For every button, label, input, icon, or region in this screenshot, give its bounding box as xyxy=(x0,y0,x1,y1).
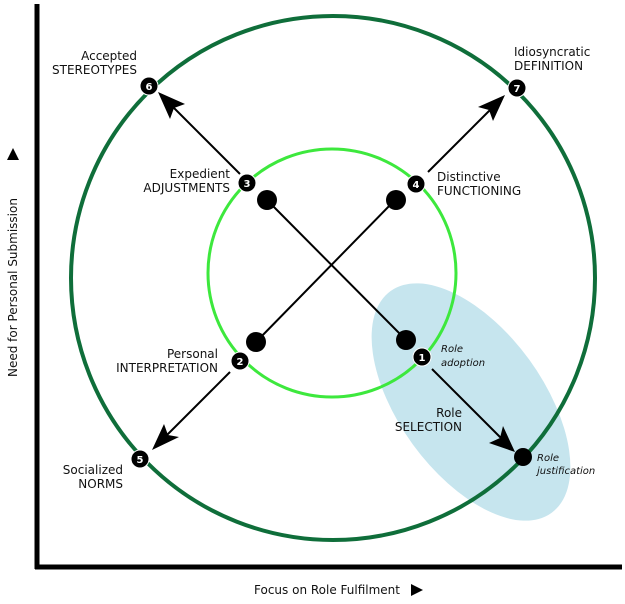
role-selection-zone xyxy=(371,283,571,521)
x-axis-arrow-icon xyxy=(411,584,423,596)
inner-circle xyxy=(206,147,458,399)
node-3[interactable]: 3 xyxy=(237,173,257,193)
outer-circle xyxy=(69,14,597,542)
node-1-label-line2: adoption xyxy=(441,358,485,369)
arrow-4-to-7 xyxy=(427,99,501,173)
inner-dot-1 xyxy=(396,330,416,350)
y-axis-arrow-icon xyxy=(7,148,19,160)
arrowhead-7 xyxy=(478,95,505,121)
node-4-number: 4 xyxy=(413,180,420,191)
node-7[interactable]: 7 xyxy=(507,78,527,98)
arrow-2-to-5 xyxy=(161,371,231,441)
arrow-3-to-6 xyxy=(162,96,241,175)
node-1-number: 1 xyxy=(419,353,426,364)
role-selection-line1: Role xyxy=(436,406,462,420)
node-7-label-line1: Idiosyncratic xyxy=(514,45,590,59)
node-2-label-line1: Personal xyxy=(167,347,218,361)
diagonal-line-4-2 xyxy=(255,199,396,343)
arrow-1-to-justification xyxy=(431,368,505,442)
node-3-number: 3 xyxy=(244,179,251,190)
node-6-label-line1: Accepted xyxy=(81,49,137,63)
node-1[interactable]: 1 xyxy=(412,347,432,367)
node-3-label-line1: Expedient xyxy=(170,167,231,181)
node-5[interactable]: 5 xyxy=(130,449,150,469)
role-justification-dot xyxy=(514,448,532,466)
arrowhead-justification xyxy=(489,426,515,452)
node-2[interactable]: 2 xyxy=(230,351,250,371)
inner-dot-4 xyxy=(386,190,406,210)
role-justification-line1: Role xyxy=(537,453,559,464)
arrowhead-6 xyxy=(158,92,185,119)
inner-dot-2 xyxy=(246,332,266,352)
role-selection-line2: SELECTION xyxy=(395,420,462,434)
node-5-number: 5 xyxy=(137,455,144,466)
node-2-number: 2 xyxy=(237,357,244,368)
arrowhead-5 xyxy=(152,424,179,450)
node-3-label-line2: ADJUSTMENTS xyxy=(143,181,230,195)
x-axis-label: Focus on Role Fulfilment xyxy=(254,583,400,597)
node-6-label-line2: STEREOTYPES xyxy=(52,63,137,77)
node-4-label-line2: FUNCTIONING xyxy=(437,184,521,198)
node-6-number: 6 xyxy=(146,82,153,93)
node-7-label-line2: DEFINITION xyxy=(514,59,583,73)
node-5-label-line1: Socialized xyxy=(63,463,123,477)
node-7-number: 7 xyxy=(514,84,521,95)
role-justification-line2: justification xyxy=(535,466,595,477)
node-5-label-line2: NORMS xyxy=(78,477,123,491)
node-4-label-line1: Distinctive xyxy=(437,170,501,184)
node-6[interactable]: 6 xyxy=(139,76,159,96)
node-4[interactable]: 4 xyxy=(406,174,426,194)
y-axis-label: Need for Personal Submission xyxy=(6,198,20,377)
node-2-label-line2: INTERPRETATION xyxy=(116,361,218,375)
node-1-label-line1: Role xyxy=(441,344,463,355)
inner-dot-3 xyxy=(257,190,277,210)
diagonal-line-3-1 xyxy=(266,199,407,341)
